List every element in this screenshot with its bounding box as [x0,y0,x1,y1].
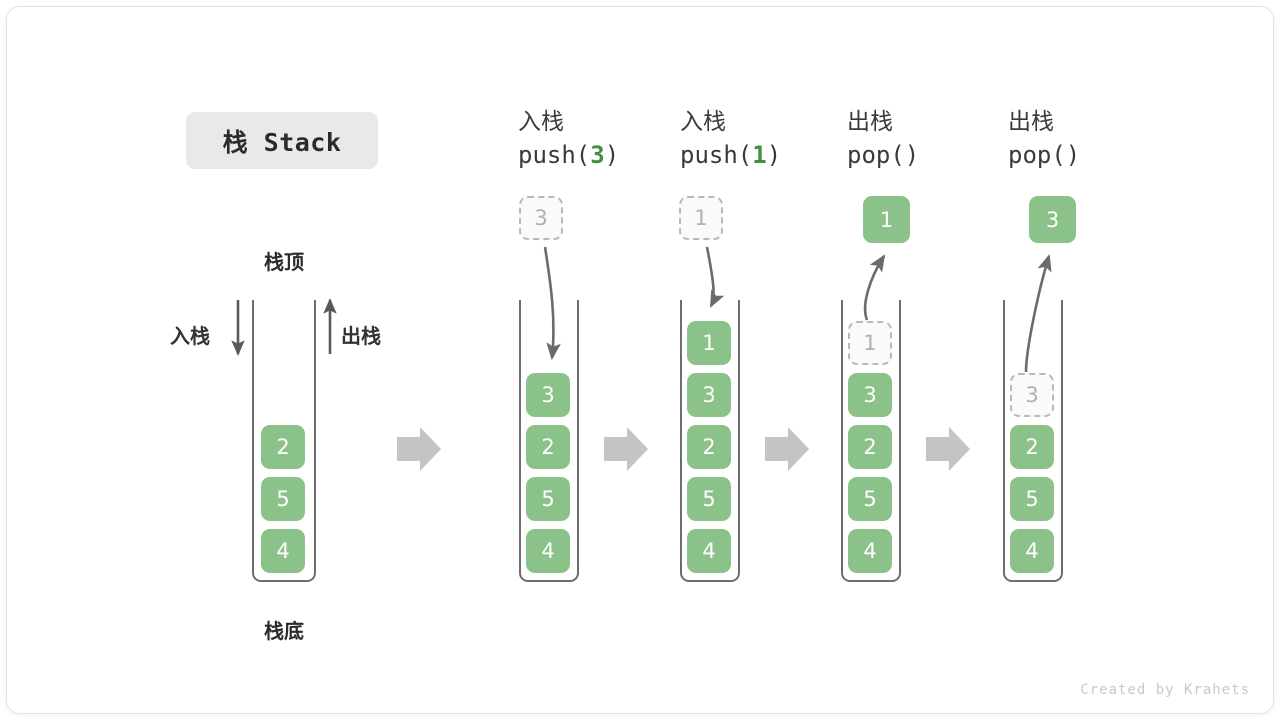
step-code-label: push(3) [518,140,698,171]
stack-container-push-3 [519,300,579,582]
step-header-push-3: 入栈 push(3) [518,108,698,171]
title-badge: 栈 Stack [186,112,378,169]
stack-cell: 3 [526,373,570,417]
pop-side-label: 出栈 [341,324,381,348]
stack-cell: 2 [848,425,892,469]
stack-cell: 3 [848,373,892,417]
code-arg: 3 [590,141,605,170]
stack-top-caption: 栈顶 [264,250,304,274]
code-prefix: push( [680,141,753,170]
stack-cell: 2 [687,425,731,469]
code-prefix: push( [518,141,591,170]
stack-cell: 4 [526,529,570,573]
step-code-label: pop() [1008,140,1188,171]
stack-container-pop-1 [841,300,901,582]
stack-bottom-caption: 栈底 [264,619,304,643]
step-code-label: pop() [847,140,1027,171]
step-code-label: push(1) [680,140,860,171]
stack-cell-ghost: 1 [848,321,892,365]
step-header-pop-2: 出栈 pop() [1008,108,1188,171]
stack-cell: 4 [1010,529,1054,573]
floating-element-push-3: 3 [519,196,563,240]
stack-cell: 2 [1010,425,1054,469]
code-prefix: pop( [1008,141,1066,170]
stack-cell: 4 [848,529,892,573]
code-suffix: ) [904,141,920,170]
stack-cell: 5 [526,477,570,521]
code-suffix: ) [766,141,782,170]
step-cn-label: 出栈 [847,109,893,135]
stack-container-pop-2 [1003,300,1063,582]
code-suffix: ) [1065,141,1081,170]
step-header-pop-1: 出栈 pop() [847,108,1027,171]
floating-element-pop-1: 1 [863,196,910,243]
step-cn-label: 出栈 [1008,109,1054,135]
base-stack-cell: 2 [261,425,305,469]
stack-cell-ghost: 3 [1010,373,1054,417]
stack-cell: 5 [1010,477,1054,521]
floating-element-pop-2: 3 [1029,196,1076,243]
step-header-push-1: 入栈 push(1) [680,108,860,171]
stack-cell: 5 [848,477,892,521]
step-cn-label: 入栈 [518,109,564,135]
stack-container-push-1 [680,300,740,582]
stack-cell: 4 [687,529,731,573]
credit-text: Created by Krahets [1080,682,1250,698]
stack-cell: 3 [687,373,731,417]
code-arg: 1 [752,141,767,170]
push-side-label: 入栈 [170,324,210,348]
step-cn-label: 入栈 [680,109,726,135]
stack-cell: 1 [687,321,731,365]
floating-element-push-1: 1 [679,196,723,240]
base-stack-container [252,300,316,582]
code-suffix: ) [604,141,620,170]
stack-cell: 2 [526,425,570,469]
code-prefix: pop( [847,141,905,170]
base-stack-cell: 4 [261,529,305,573]
stack-cell: 5 [687,477,731,521]
base-stack-cell: 5 [261,477,305,521]
